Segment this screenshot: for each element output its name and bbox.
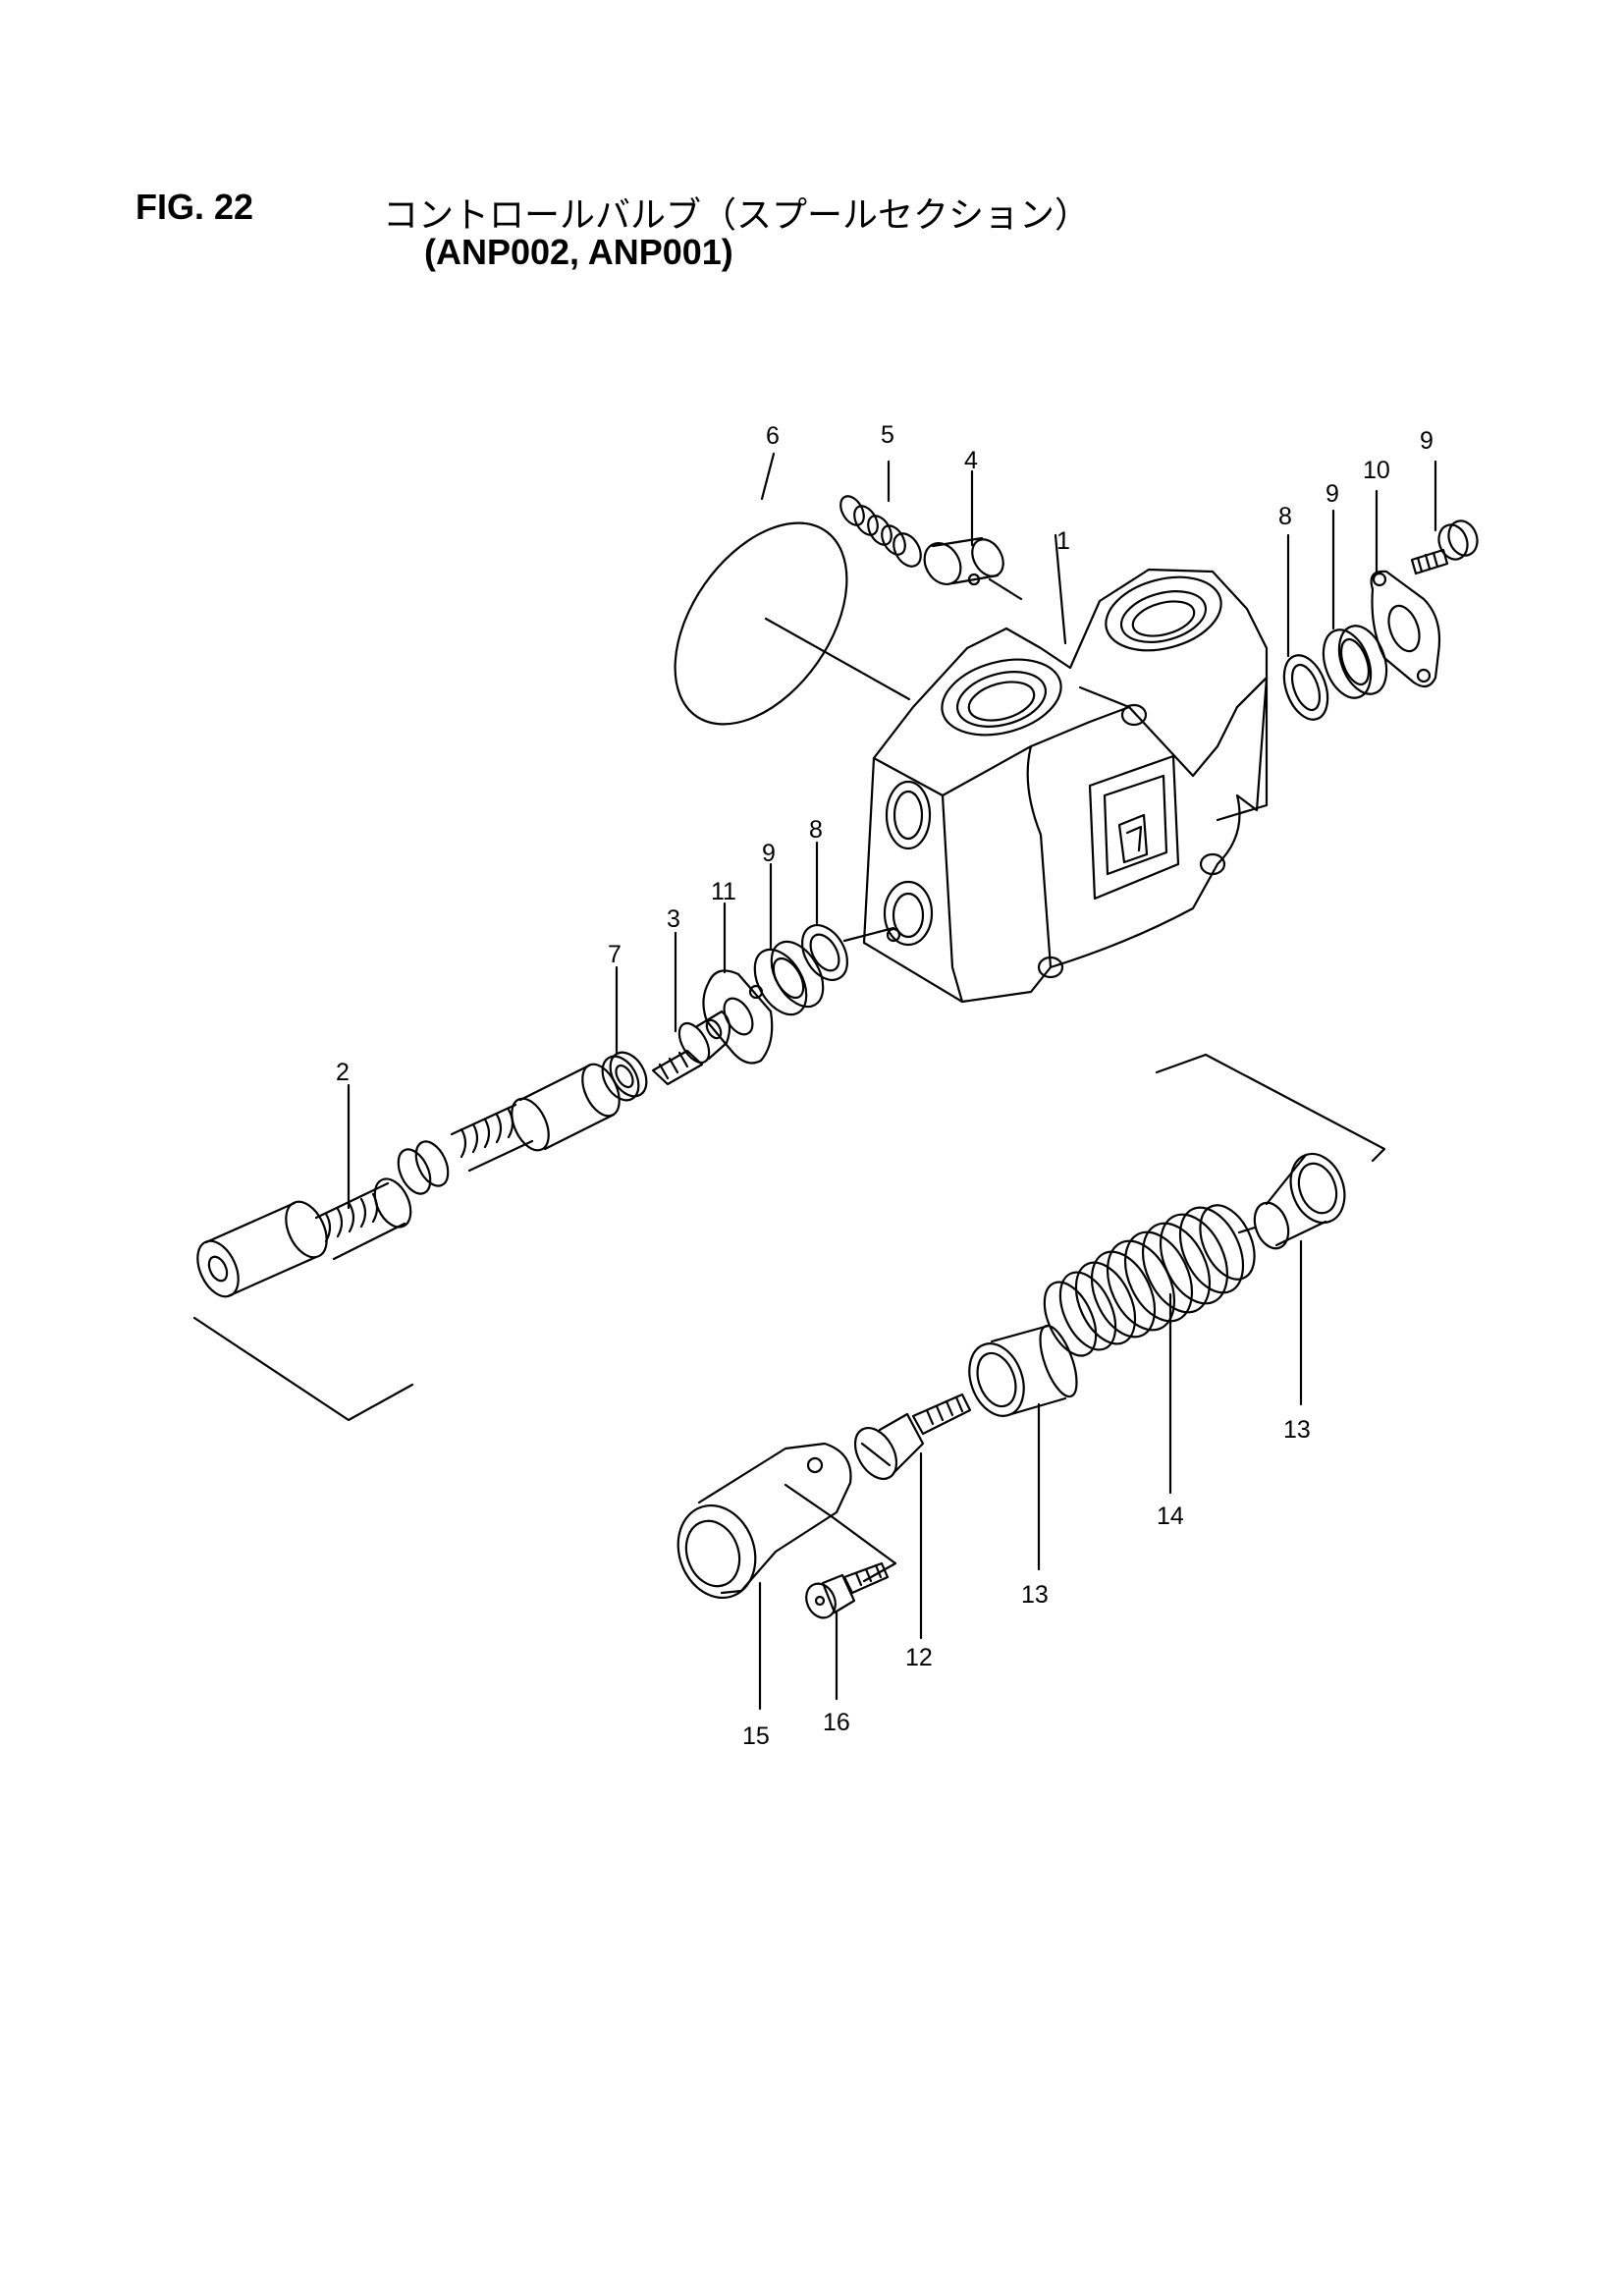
callout-13-left: 13	[1021, 1581, 1049, 1609]
part-11-plate-right	[1370, 489, 1441, 688]
callout-labels: 6 5 4 1 8 9 10 9 8 9 11 3 7 2 13 14 13 1…	[336, 421, 1434, 1750]
figure-title: コントロールバルブ（スプールセクション）	[383, 194, 1091, 235]
part-5-spring	[839, 460, 922, 568]
callout-10: 9	[1420, 427, 1434, 455]
callout-4: 4	[964, 447, 978, 474]
part-7-washer	[601, 965, 648, 1102]
part-8-oring-right	[1282, 533, 1329, 721]
lower-assembly-axis	[1155, 1053, 1386, 1163]
callout-15: 15	[742, 1722, 770, 1750]
part-12-adjust-screw	[853, 1393, 972, 1640]
part-16-cap-screw	[805, 1561, 890, 1701]
callout-5: 5	[881, 421, 894, 449]
callout-6: 6	[766, 422, 780, 450]
part-10-bolt-right	[1410, 460, 1479, 575]
callout-11-right: 10	[1363, 457, 1390, 484]
part-3-plug	[651, 931, 731, 1086]
part-2-spool	[192, 1063, 621, 1422]
callout-11-left: 11	[711, 878, 736, 905]
part-8-oring-left	[800, 841, 895, 981]
part-14-spring-large	[1043, 1204, 1256, 1495]
callout-7: 7	[608, 941, 622, 968]
part-9-seal-right	[1322, 509, 1388, 699]
callout-8-left: 8	[809, 816, 823, 844]
callout-13-right: 13	[1283, 1416, 1311, 1444]
callout-14: 14	[1157, 1503, 1184, 1530]
callout-9-left: 9	[762, 840, 776, 867]
callout-9-right: 9	[1325, 480, 1339, 508]
callout-2: 2	[336, 1059, 350, 1086]
figure-subtitle: (ANP002, ANP001)	[424, 232, 733, 272]
part-11-plate-left	[702, 902, 774, 1065]
figure-number: FIG. 22	[135, 187, 254, 227]
part-4-sleeve	[923, 469, 1023, 601]
part-15-housing	[676, 1442, 897, 1711]
callout-3: 3	[667, 905, 680, 933]
callout-8-right: 8	[1278, 503, 1292, 530]
callout-16: 16	[823, 1709, 850, 1736]
callout-12: 12	[905, 1644, 933, 1671]
part-6-gasket	[674, 452, 911, 726]
part-13-cap-left	[968, 1324, 1078, 1571]
part-1-valve-body	[862, 533, 1269, 1004]
part-13-cap-right	[1237, 1152, 1346, 1406]
part-9-seal-left	[753, 862, 825, 1016]
callout-1: 1	[1056, 527, 1070, 555]
